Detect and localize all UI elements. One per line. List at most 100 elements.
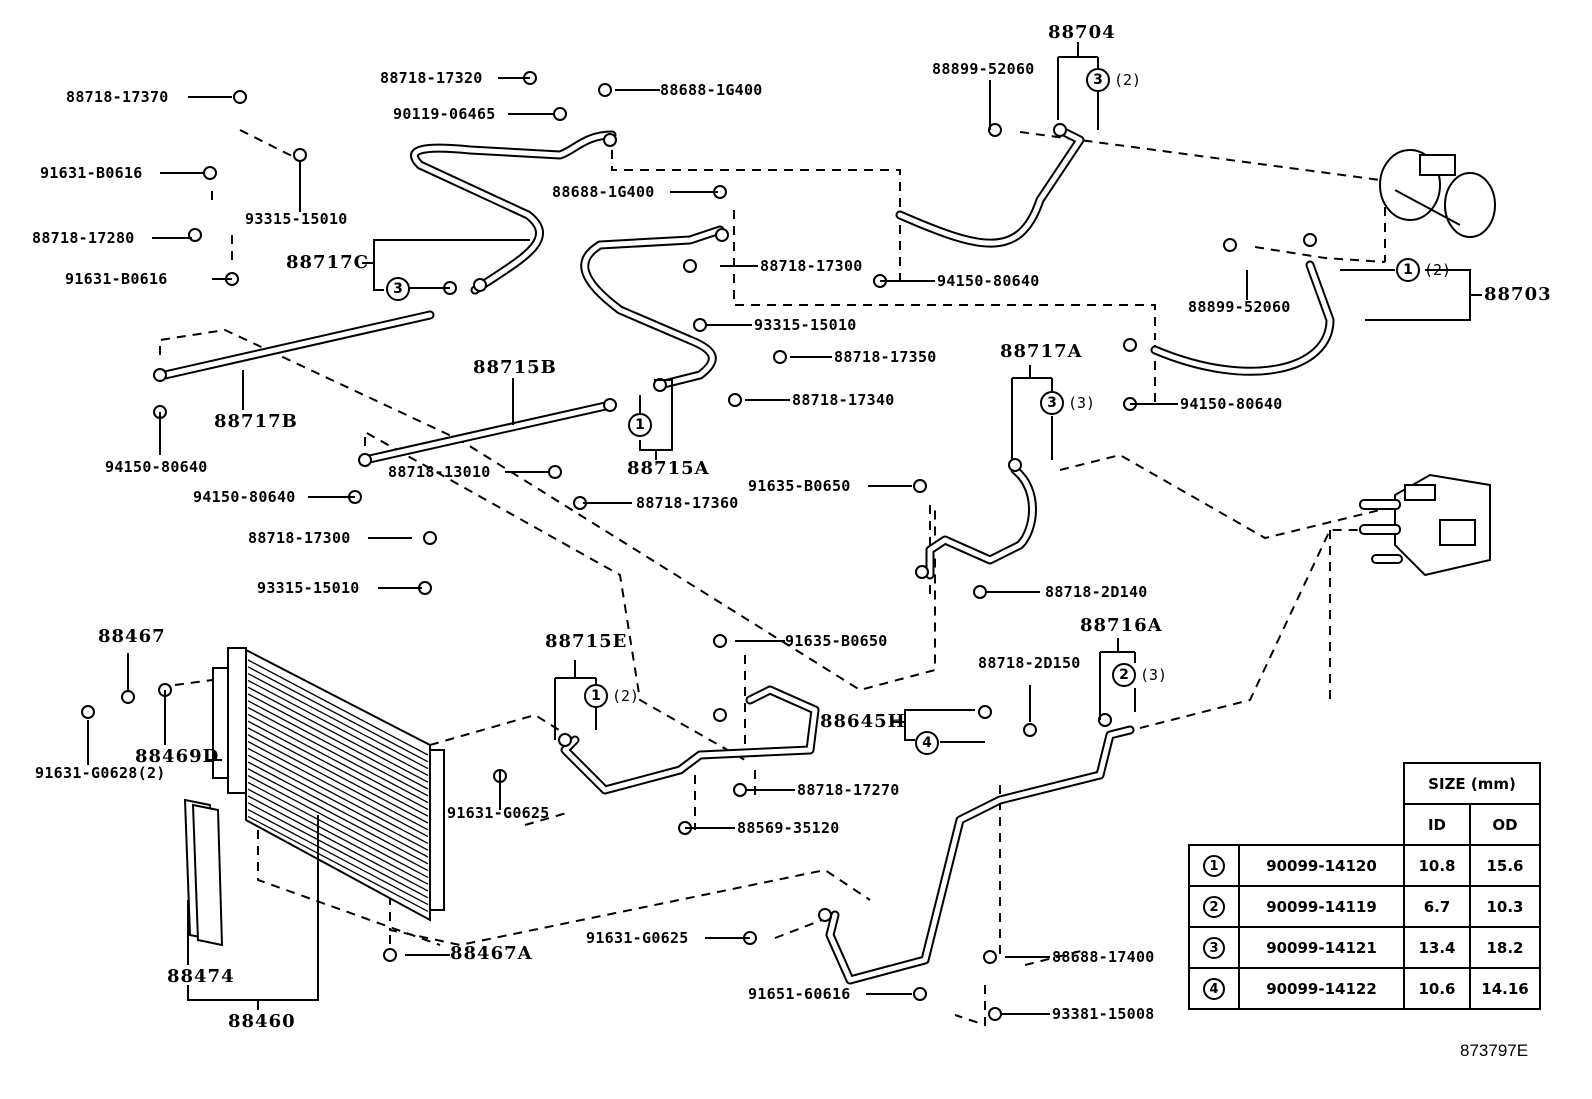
part-label-88467A[interactable]: 88467A	[450, 943, 533, 964]
quantity-label: (3)	[1068, 394, 1096, 412]
part-label-94150-80640[interactable]: 94150-80640	[1180, 395, 1283, 413]
condenser-fin	[247, 802, 429, 899]
part-label-88716A[interactable]: 88716A	[1080, 615, 1163, 636]
part-label-94150-80640[interactable]: 94150-80640	[193, 488, 296, 506]
part-number-cell[interactable]: 90099-14122	[1238, 967, 1405, 1010]
condenser-fin	[247, 659, 429, 756]
part-label-91631-B0616[interactable]: 91631-B0616	[65, 270, 168, 288]
fastener-icon	[733, 783, 747, 797]
part-label-93381-15008[interactable]: 93381-15008	[1052, 1005, 1155, 1023]
part-label-88715B[interactable]: 88715B	[473, 357, 557, 378]
part-label-91635-B0650[interactable]: 91635-B0650	[748, 477, 851, 495]
o-ring-callout-3: 3	[1040, 391, 1064, 415]
fastener-icon	[423, 531, 437, 545]
part-number-cell[interactable]: 90099-14121	[1238, 926, 1405, 969]
pipes	[160, 125, 1335, 985]
condenser-fin	[247, 795, 429, 892]
condenser-fin	[247, 741, 429, 838]
part-label-91635-B0650[interactable]: 91635-B0650	[785, 632, 888, 650]
part-label-91631-B0616[interactable]: 91631-B0616	[40, 164, 143, 182]
part-label-88715A[interactable]: 88715A	[627, 458, 710, 479]
o-ring-callout-1: 1	[628, 413, 652, 437]
condenser-88460	[212, 647, 445, 922]
part-label-88718-17360[interactable]: 88718-17360	[636, 494, 739, 512]
part-label-88899-52060[interactable]: 88899-52060	[932, 60, 1035, 78]
part-label-88718-17340[interactable]: 88718-17340	[792, 391, 895, 409]
part-label-88688-1G400[interactable]: 88688-1G400	[660, 81, 763, 99]
od-cell: 15.6	[1469, 844, 1541, 887]
shroud-88474	[183, 798, 224, 947]
part-label-88569-35120[interactable]: 88569-35120	[737, 819, 840, 837]
part-label-88688-17400[interactable]: 88688-17400	[1052, 948, 1155, 966]
part-label-88718-17300[interactable]: 88718-17300	[760, 257, 863, 275]
part-label-91631-G0625[interactable]: 91631-G0625	[586, 929, 689, 947]
part-label-88474[interactable]: 88474	[167, 966, 235, 987]
o-ring-callout-1: 1	[584, 684, 608, 708]
id-cell: 13.4	[1403, 926, 1471, 969]
part-label-88467[interactable]: 88467	[98, 626, 166, 647]
part-label-93315-15010[interactable]: 93315-15010	[754, 316, 857, 334]
part-label-91631-G0628[interactable]: 91631-G0628(2)	[35, 766, 166, 781]
fastener-icon	[913, 987, 927, 1001]
od-column-header: OD	[1469, 803, 1541, 846]
part-label-88717A[interactable]: 88717A	[1000, 341, 1083, 362]
part-label-88718-17270[interactable]: 88718-17270	[797, 781, 900, 799]
part-label-88718-13010[interactable]: 88718-13010	[388, 463, 491, 481]
part-label-88715E[interactable]: 88715E	[545, 631, 628, 652]
table-row: 3 90099-14121 13.4 18.2	[1188, 926, 1541, 969]
fastener-icon	[603, 133, 617, 147]
fastener-icon	[383, 948, 397, 962]
part-label-93315-15010[interactable]: 93315-15010	[245, 210, 348, 228]
part-label-94150-80640[interactable]: 94150-80640	[937, 272, 1040, 290]
part-label-88718-17300[interactable]: 88718-17300	[248, 529, 351, 547]
fastener-icon	[81, 705, 95, 719]
compressor	[1379, 149, 1496, 238]
condenser-fin	[247, 788, 429, 885]
part-label-88718-17320[interactable]: 88718-17320	[380, 69, 483, 87]
fastener-icon	[603, 398, 617, 412]
condenser-fin	[247, 673, 429, 770]
part-number-cell[interactable]: 90099-14119	[1238, 885, 1405, 928]
part-label-94150-80640[interactable]: 94150-80640	[105, 458, 208, 476]
part-label-93315-15010[interactable]: 93315-15010	[257, 579, 360, 597]
id-cell: 10.8	[1403, 844, 1471, 887]
part-label-91631-G0625[interactable]: 91631-G0625	[447, 804, 550, 822]
fastener-icon	[1023, 723, 1037, 737]
fastener-icon	[153, 368, 167, 382]
fastener-icon	[598, 83, 612, 97]
fastener-icon	[715, 228, 729, 242]
part-label-88718-17350[interactable]: 88718-17350	[834, 348, 937, 366]
part-label-88718-2D140[interactable]: 88718-2D140	[1045, 583, 1148, 601]
part-label-88703[interactable]: 88703	[1484, 284, 1552, 305]
condenser-fin	[247, 693, 429, 790]
ref-circle: 4	[1203, 977, 1225, 1000]
condenser-fin	[247, 768, 429, 865]
table-row: 1 90099-14120 10.8 15.6	[1188, 844, 1541, 887]
part-label-88645H[interactable]: 88645H	[820, 711, 906, 732]
part-label-88717C[interactable]: 88717C	[286, 252, 369, 273]
part-label-88718-2D150[interactable]: 88718-2D150	[978, 654, 1081, 672]
part-label-88460[interactable]: 88460	[228, 1011, 296, 1032]
part-label-88704[interactable]: 88704	[1048, 22, 1116, 43]
condenser-fin	[247, 720, 429, 817]
leader-lines	[87, 42, 1482, 1015]
quantity-label: (2)	[1114, 71, 1142, 89]
part-label-88899-52060[interactable]: 88899-52060	[1188, 298, 1291, 316]
fastener-icon	[713, 708, 727, 722]
part-label-88688-1G400[interactable]: 88688-1G400	[552, 183, 655, 201]
condenser-fin	[247, 761, 429, 858]
part-label-88718-17370[interactable]: 88718-17370	[66, 88, 169, 106]
part-number-cell[interactable]: 90099-14120	[1238, 844, 1405, 887]
part-label-90119-06465[interactable]: 90119-06465	[393, 105, 496, 123]
o-ring-callout-3: 3	[386, 277, 410, 301]
part-label-88718-17280[interactable]: 88718-17280	[32, 229, 135, 247]
o-ring-callout-1: 1	[1396, 258, 1420, 282]
quantity-label: (3)	[1140, 666, 1168, 684]
evaporator-unit	[1359, 473, 1491, 577]
part-label-88717B[interactable]: 88717B	[214, 411, 298, 432]
part-label-88469D[interactable]: 88469D	[135, 746, 220, 767]
part-label-91651-60616[interactable]: 91651-60616	[748, 985, 851, 1003]
condenser-fin	[247, 700, 429, 797]
id-cell: 10.6	[1403, 967, 1471, 1010]
